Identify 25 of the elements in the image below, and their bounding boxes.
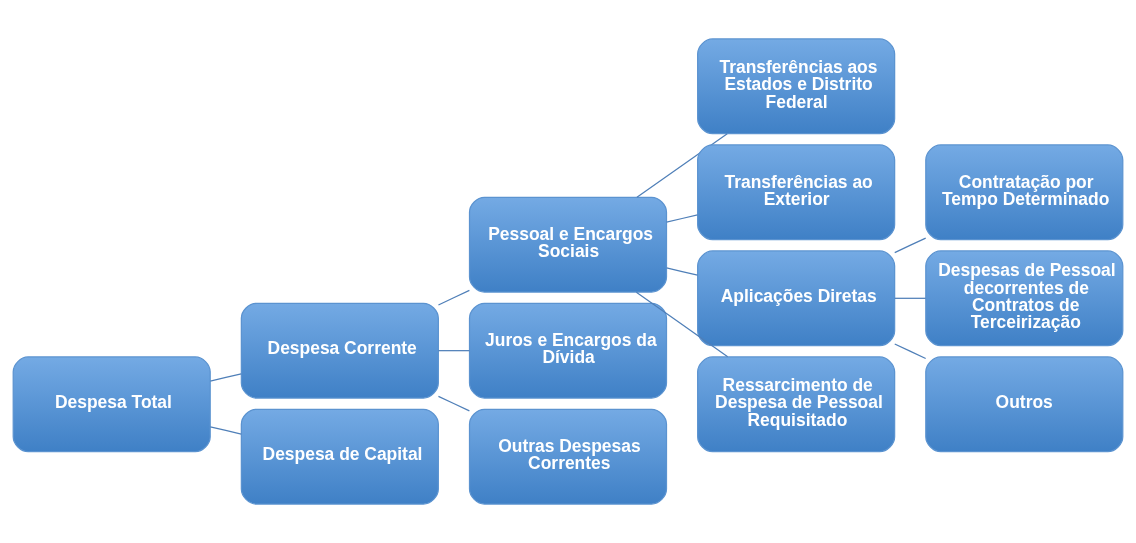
node-box: Outras Despesas Correntes bbox=[468, 408, 668, 505]
node-box: Despesa Total bbox=[12, 356, 211, 453]
connector bbox=[894, 343, 927, 360]
node-box: Despesa de Capital bbox=[240, 408, 439, 505]
node-box: Contratação por Tempo Determinado bbox=[925, 144, 1124, 241]
node-box: Outros bbox=[925, 356, 1124, 453]
node-box: Aplicações Diretas bbox=[697, 250, 896, 347]
connector bbox=[437, 350, 470, 352]
connector bbox=[894, 297, 927, 299]
node-box: Transferências ao Exterior bbox=[697, 144, 896, 241]
connector bbox=[209, 426, 242, 435]
node-box: Ressarcimento de Despesa de Pessoal Requisitado bbox=[697, 356, 896, 453]
node-box: Pessoal e Encargos Sociais bbox=[468, 196, 668, 293]
connector bbox=[437, 395, 470, 412]
connector bbox=[636, 133, 728, 198]
node-box: Transferências aos Estados e Distrito Federal bbox=[697, 38, 896, 135]
node-box: Despesas de Pessoal decorrentes de Contratos de Terceirização bbox=[925, 250, 1124, 347]
connector bbox=[665, 267, 699, 276]
connector bbox=[437, 289, 470, 306]
node-box: Juros e Encargos da Dívida bbox=[468, 302, 668, 399]
connector bbox=[209, 373, 242, 382]
connector bbox=[894, 237, 927, 254]
connector bbox=[635, 291, 729, 358]
node-box: Despesa Corrente bbox=[240, 302, 439, 399]
connector bbox=[665, 214, 699, 223]
